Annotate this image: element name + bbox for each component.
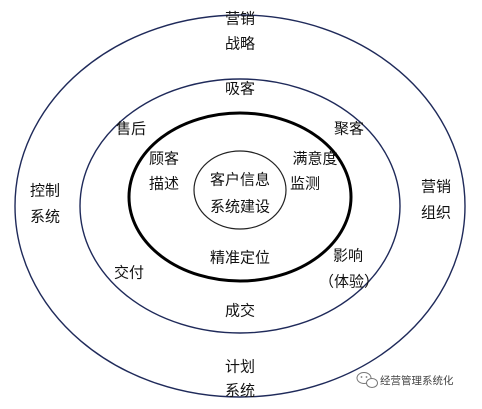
inner-right-label-line2: 监测 <box>290 175 320 193</box>
inner-right-label-line1: 满意度 <box>292 150 337 168</box>
outer-ring <box>14 14 466 398</box>
middle-bottom-right-label-line1: 影响 <box>333 247 363 265</box>
watermark: 经营管理系统化 <box>356 372 454 388</box>
outer-bottom-label-line1: 计划 <box>225 358 255 376</box>
middle-top-right-label: 聚客 <box>334 120 364 138</box>
outer-bottom-label-line2: 系统 <box>225 382 255 400</box>
inner-left-label-line2: 描述 <box>149 175 179 193</box>
outer-top-label-line1: 营销 <box>225 10 255 28</box>
center-circle <box>193 150 287 230</box>
outer-top-label-line2: 战略 <box>225 35 255 53</box>
inner-bottom-label: 精准定位 <box>210 249 270 267</box>
chat-bubble-icon <box>356 372 378 388</box>
center-label-line1: 客户信息 <box>210 171 270 189</box>
middle-bottom-right-label-line2: （体验） <box>319 273 379 291</box>
outer-right-label-line1: 营销 <box>421 178 451 196</box>
outer-left-label-line2: 系统 <box>30 208 60 226</box>
inner-left-label-line1: 顾客 <box>149 150 179 168</box>
inner-ring <box>127 111 353 283</box>
watermark-text: 经营管理系统化 <box>380 374 454 387</box>
middle-bottom-label: 成交 <box>225 302 255 320</box>
middle-top-label: 吸客 <box>225 80 255 98</box>
center-label-line2: 系统建设 <box>210 198 270 216</box>
middle-ring <box>79 78 401 334</box>
outer-left-label-line1: 控制 <box>30 182 60 200</box>
middle-top-left-label: 售后 <box>116 120 146 138</box>
outer-right-label-line2: 组织 <box>421 204 451 222</box>
middle-bottom-left-label: 交付 <box>114 264 144 282</box>
